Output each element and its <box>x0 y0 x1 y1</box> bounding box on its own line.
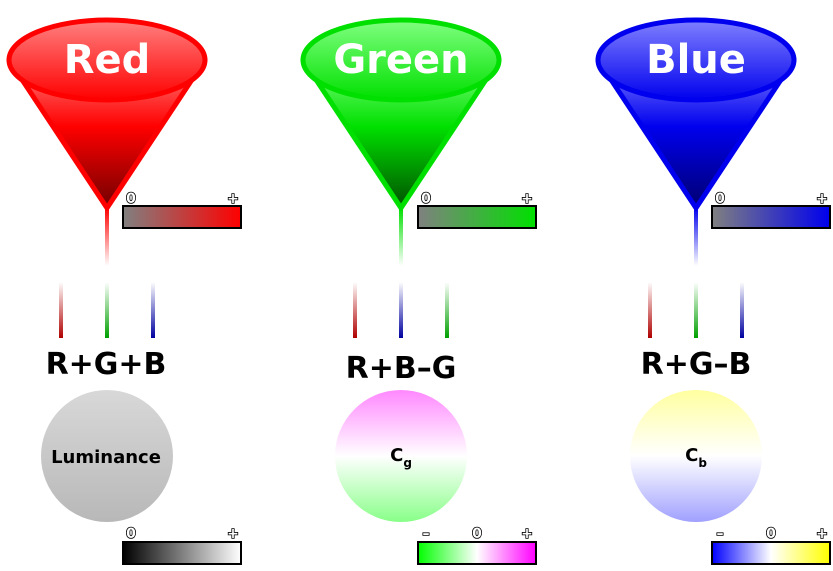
cone-top-green <box>300 17 502 103</box>
input-scale-green-zero: 0 <box>421 191 431 207</box>
circle-label-cb-sub: b <box>698 456 707 470</box>
formula-luminance: R+G+B <box>46 347 167 382</box>
cone-top-blue <box>595 17 797 103</box>
cone-blue <box>595 17 797 266</box>
input-scale-red <box>122 205 242 229</box>
input-scale-blue-plus: + <box>816 191 828 207</box>
formula-cb: R+G–B <box>641 347 752 382</box>
output-scale-cb-minus: – <box>717 526 724 542</box>
wire-2-0 <box>648 282 652 338</box>
wire-0-1 <box>105 282 109 338</box>
wire-1-2 <box>445 282 449 338</box>
wire-2-1 <box>694 282 698 338</box>
cone-stem-blue <box>694 208 698 266</box>
output-scale-2 <box>711 541 831 565</box>
channels-layer <box>41 390 762 522</box>
cone-red <box>6 17 208 266</box>
cone-stem-red <box>105 208 109 266</box>
wires-layer <box>59 282 744 338</box>
output-scale-1 <box>417 541 537 565</box>
circle-label-cg-main: C <box>390 445 403 466</box>
cone-title-red: Red <box>64 37 151 83</box>
cone-title-green: Green <box>333 37 468 83</box>
input-scale-blue-zero: 0 <box>715 191 725 207</box>
cone-top-red <box>6 17 208 103</box>
output-scale-cb-plus: + <box>816 526 828 542</box>
channel-circle-1 <box>335 390 467 522</box>
channel-circle-2 <box>630 390 762 522</box>
circle-label-cg: Cg <box>390 445 412 470</box>
output-scale-cb-zero: 0 <box>766 526 776 542</box>
cone-stem-green <box>399 208 403 266</box>
circle-label-cb: Cb <box>685 445 707 470</box>
cone-title-blue: Blue <box>646 37 746 83</box>
circle-label-cb-main: C <box>685 445 698 466</box>
wire-1-1 <box>399 282 403 338</box>
cones-layer <box>6 17 797 266</box>
input-scale-red-plus: + <box>227 191 239 207</box>
output-scale-cg-zero: 0 <box>472 526 482 542</box>
wire-1-0 <box>353 282 357 338</box>
scales-layer <box>122 205 831 565</box>
circle-label-luminance: Luminance <box>51 447 161 468</box>
formula-cg: R+B–G <box>346 351 457 386</box>
input-scale-blue <box>711 205 831 229</box>
wire-0-2 <box>151 282 155 338</box>
input-scale-green-plus: + <box>521 191 533 207</box>
output-scale-cg-plus: + <box>521 526 533 542</box>
wire-0-0 <box>59 282 63 338</box>
input-scale-red-zero: 0 <box>126 191 136 207</box>
output-scale-0 <box>122 541 242 565</box>
channel-circle-0 <box>41 390 173 522</box>
output-scale-luminance-zero: 0 <box>126 526 136 542</box>
wire-2-2 <box>740 282 744 338</box>
output-scale-cg-minus: – <box>423 526 430 542</box>
circle-label-cg-sub: g <box>403 456 412 470</box>
cone-green <box>300 17 502 266</box>
input-scale-green <box>417 205 537 229</box>
circle-label-luminance-main: Luminance <box>51 447 161 468</box>
output-scale-luminance-plus: + <box>227 526 239 542</box>
